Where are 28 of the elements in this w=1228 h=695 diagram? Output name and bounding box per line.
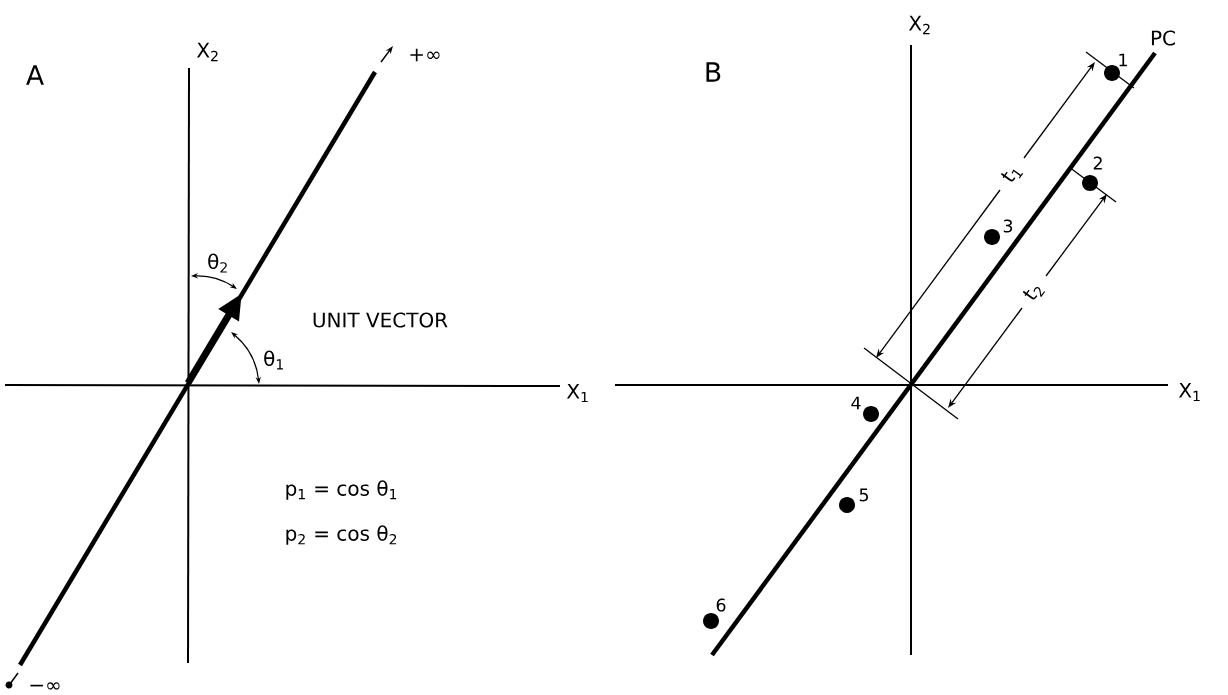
angle-label: θ$_{1}$ bbox=[264, 350, 283, 370]
data-point bbox=[1104, 65, 1120, 81]
infinity-label: −∞ bbox=[30, 682, 60, 690]
axis-label: X$_{2}$ bbox=[908, 15, 930, 35]
vector-label: UNIT VECTOR bbox=[313, 312, 448, 328]
dimension-label: t$_{1}$ bbox=[1000, 169, 1024, 182]
data-point bbox=[703, 613, 719, 629]
data-point bbox=[863, 406, 879, 422]
point-number: 3 bbox=[1003, 219, 1013, 233]
point-number: 2 bbox=[1093, 156, 1102, 170]
panel-letter: A bbox=[26, 65, 44, 85]
axis-label: X$_{2}$ bbox=[196, 42, 218, 62]
formula-text: p$_{1}$ = cos θ$_{1}$ bbox=[286, 480, 397, 500]
data-point bbox=[839, 497, 855, 513]
point-number: 5 bbox=[859, 488, 868, 502]
point-number: 1 bbox=[1119, 53, 1127, 67]
infinity-label: +∞ bbox=[410, 48, 440, 62]
axis-label: X$_{1}$ bbox=[1178, 382, 1200, 402]
angle-label: θ$_{2}$ bbox=[208, 253, 227, 273]
axis-label: X$_{1}$ bbox=[566, 383, 588, 403]
panel-letter: B bbox=[706, 62, 721, 82]
formula-text: p$_{2}$ = cos θ$_{2}$ bbox=[286, 525, 397, 545]
data-point bbox=[1082, 175, 1098, 191]
point-number: 4 bbox=[851, 396, 861, 410]
dimension-label: t$_{2}$ bbox=[1022, 286, 1046, 300]
line-label: PC bbox=[1151, 30, 1175, 46]
data-point bbox=[984, 229, 1000, 245]
point-number: 6 bbox=[716, 598, 726, 612]
